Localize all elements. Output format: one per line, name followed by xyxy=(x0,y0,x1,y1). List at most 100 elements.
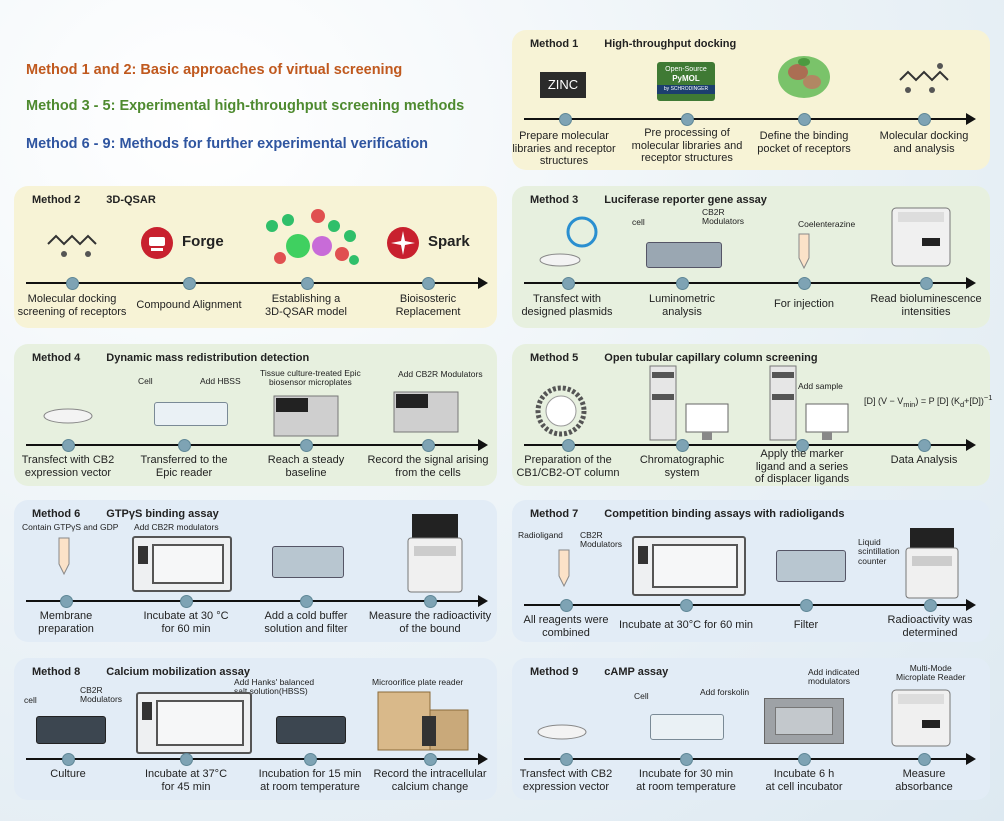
plasmid-dish-icon xyxy=(539,216,598,267)
step-dot xyxy=(178,439,191,452)
method-8-axis xyxy=(26,753,488,765)
step-label: Bioisosteric Replacement xyxy=(395,293,461,318)
cell-label: cell xyxy=(24,695,37,705)
step-label: All reagents were combined xyxy=(523,614,609,639)
step-label: Chromatographic system xyxy=(639,454,725,479)
legend-virtual-screening: Method 1 and 2: Basic approaches of virt… xyxy=(26,62,403,78)
step-dot xyxy=(559,113,572,126)
method-9-axis xyxy=(524,753,976,765)
hanks-label: Add Hanks' balanced salt solution(HBSS) xyxy=(234,677,315,697)
dish-icon xyxy=(43,408,93,424)
step-label: Prepare molecular libraries and receptor… xyxy=(512,130,616,168)
tube-icon xyxy=(798,233,810,270)
ligand-molecule-icon xyxy=(47,234,97,257)
step-dot xyxy=(62,753,75,766)
method-7-axis xyxy=(524,599,976,611)
step-label: Radioactivity was determined xyxy=(887,614,973,639)
chromatography-system-icon xyxy=(649,365,729,441)
step-dot xyxy=(920,277,933,290)
epic-reader-icon xyxy=(273,395,339,437)
zinc-logo: ZINC xyxy=(540,72,586,98)
modulators-label: Add CB2R Modulators xyxy=(398,369,483,379)
step-dot xyxy=(304,753,317,766)
step-dot xyxy=(562,439,575,452)
legend-experimental-hts: Method 3 - 5: Experimental high-throughp… xyxy=(26,98,465,114)
modulators-label: CB2R Modulators xyxy=(80,685,123,705)
step-label: Incubate at 37°C for 45 min xyxy=(144,768,228,793)
step-label: Preparation of the CB1/CB2-OT column xyxy=(516,454,620,479)
binding-equation: [D] (V − Vmin) = P [D] (Kd+[D])−1 xyxy=(864,393,993,409)
step-dot xyxy=(800,599,813,612)
contain-label: Contain GTPγS and GDP xyxy=(22,522,119,532)
chromatography-system-icon xyxy=(769,365,849,441)
step-dot xyxy=(180,595,193,608)
step-label: Membrane preparation xyxy=(38,610,94,635)
step-label: Incubate 6 h at cell incubator xyxy=(765,768,843,793)
scintillation-counter-icon xyxy=(905,528,959,599)
step-label: Molecular docking screening of receptors xyxy=(17,293,127,318)
step-dot xyxy=(424,753,437,766)
step-label: Define the binding pocket of receptors xyxy=(757,130,851,155)
step-dot xyxy=(918,753,931,766)
forge-logo-icon xyxy=(141,227,173,259)
step-label: Establishing a 3D-QSAR model xyxy=(265,293,347,318)
step-dot xyxy=(422,439,435,452)
plate-reader-icon xyxy=(377,691,469,751)
step-label: Luminometric analysis xyxy=(648,293,716,318)
step-dot xyxy=(422,277,435,290)
step-dot xyxy=(798,113,811,126)
liquid-scintillation-label: Liquid scintillation counter xyxy=(858,537,900,566)
spark-logo-icon xyxy=(387,227,419,259)
step-dot xyxy=(798,753,811,766)
culture-plate-icon xyxy=(36,716,106,744)
microorifice-label: Microorifice plate reader xyxy=(372,677,464,687)
step-dot xyxy=(676,277,689,290)
cell-plate-icon xyxy=(650,714,724,740)
incubator-icon xyxy=(136,692,252,754)
radioligand-label: Radioligand xyxy=(518,530,563,540)
method-3-axis xyxy=(524,277,976,289)
indicated-modulators-label: Add indicated modulators xyxy=(808,667,860,687)
incubator-icon xyxy=(632,536,746,596)
step-label: Transferred to the Epic reader xyxy=(140,454,228,479)
step-label: Record the intracellular calcium change xyxy=(373,768,487,793)
step-label: Transfect with CB2 expression vector xyxy=(21,454,115,479)
step-label: Reach a steady baseline xyxy=(267,454,345,479)
filter-plate-icon xyxy=(272,546,344,578)
step-dot xyxy=(562,277,575,290)
incubator-icon xyxy=(132,536,232,592)
step-label: Transfect with designed plasmids xyxy=(521,293,613,318)
step-label: Incubate at 30°C for 60 min xyxy=(618,619,754,631)
step-label: Incubation for 15 min at room temperatur… xyxy=(258,768,362,793)
hbss-label: Add HBSS xyxy=(200,376,241,386)
step-label: Incubate at 30 °C for 60 min xyxy=(143,610,229,635)
step-label: Measure absorbance xyxy=(895,768,953,793)
epic-reader-icon xyxy=(393,391,459,433)
capillary-column-icon xyxy=(535,385,587,437)
step-label: Pre processing of molecular libraries an… xyxy=(631,127,743,165)
step-dot xyxy=(560,753,573,766)
step-label: For injection xyxy=(774,298,834,310)
method-1-axis xyxy=(524,113,976,125)
step-label: Add a cold buffer solution and filter xyxy=(264,610,348,635)
epic-plate-icon xyxy=(154,402,228,426)
step-dot xyxy=(798,277,811,290)
method-5-axis xyxy=(524,439,976,451)
step-label: Data Analysis xyxy=(890,454,958,466)
microplate-reader-icon xyxy=(891,689,951,747)
step-dot xyxy=(918,439,931,452)
step-dot xyxy=(918,113,931,126)
step-label: Culture xyxy=(50,768,86,780)
qsar-model-icon xyxy=(266,209,359,265)
cell-label: Cell xyxy=(138,376,153,386)
